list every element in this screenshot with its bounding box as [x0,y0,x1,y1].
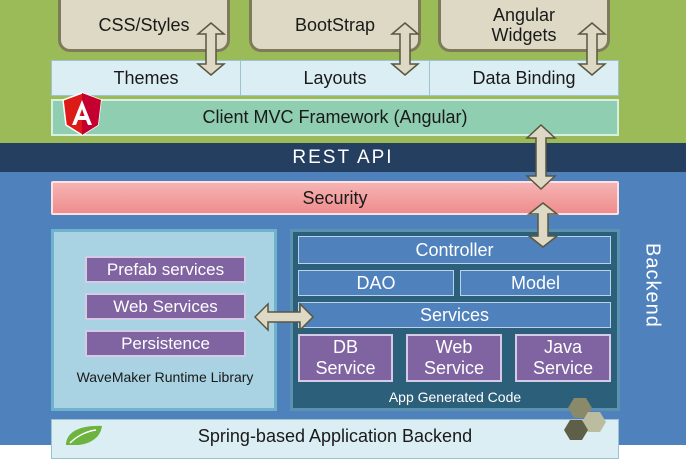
angular-logo-icon [62,92,102,136]
rest-api-band: REST API [0,143,686,172]
double-arrow-icon-library [253,302,315,332]
data-binding-tab: Data Binding [429,60,619,96]
app-generated-caption: App Generated Code [388,389,522,405]
prefab-services-label: Prefab services [106,259,225,279]
web-service-label: Web Service [424,337,485,378]
runtime-library-caption: WaveMaker Runtime Library [76,369,254,385]
services-label: Services [419,304,490,325]
layouts-label: Layouts [303,67,367,88]
double-arrow-icon-rest [525,123,557,191]
security-label: Security [302,187,368,208]
controller-box: Controller [298,236,611,264]
java-service-label: Java Service [533,337,594,378]
services-box: Services [298,302,611,328]
double-arrow-icon-security [526,202,560,248]
css-styles-card: CSS/Styles [58,0,230,52]
web-services-label: Web Services [113,296,218,316]
web-service-box: Web Service [406,334,502,382]
data-binding-label: Data Binding [472,67,576,88]
persistence-box: Persistence [85,330,246,357]
spring-leaf-icon [66,425,102,445]
double-arrow-icon-bootstrap [389,22,421,76]
db-service-label: DB Service [315,337,376,378]
backend-label: Backend [641,242,664,328]
client-mvc-framework: Client MVC Framework (Angular) [51,99,619,136]
model-label: Model [510,272,561,293]
rest-api-label: REST API [292,146,394,168]
controller-label: Controller [415,239,494,260]
client-mvc-framework-label: Client MVC Framework (Angular) [202,107,468,127]
security-bar: Security [51,181,619,215]
double-arrow-icon-css [195,22,227,76]
layouts-tab: Layouts [240,60,430,96]
themes-label: Themes [113,67,179,88]
spring-backend-label: Spring-based Application Backend [197,426,473,446]
persistence-label: Persistence [121,333,210,353]
bootstrap-card: BootStrap [249,0,421,52]
db-service-box: DB Service [298,334,393,382]
prefab-services-box: Prefab services [85,256,246,283]
web-services-box: Web Services [85,293,246,320]
model-box: Model [460,270,611,296]
bootstrap-label: BootStrap [294,14,376,35]
css-styles-label: CSS/Styles [98,14,190,35]
dao-label: DAO [356,272,396,293]
spring-backend-bar: Spring-based Application Backend [51,419,619,459]
angular-widgets-label: Angular Widgets [491,4,557,45]
dao-box: DAO [298,270,454,296]
java-service-box: Java Service [515,334,611,382]
double-arrow-icon-widgets [576,22,608,76]
hibernate-logo-icon [564,398,606,440]
angular-widgets-card: Angular Widgets [438,0,610,52]
